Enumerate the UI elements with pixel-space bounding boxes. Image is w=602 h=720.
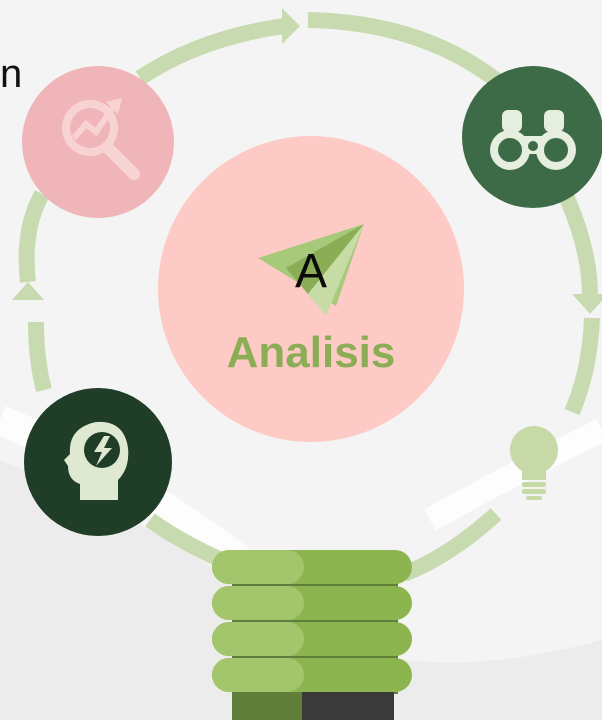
ring-arc-right xyxy=(558,192,598,297)
binoculars-icon xyxy=(490,110,576,170)
corner-text-fragment: n xyxy=(0,52,23,96)
search-growth-icon xyxy=(62,98,140,180)
ring-arc-left-upper xyxy=(18,190,50,283)
bulb-threads xyxy=(212,550,412,692)
mind-node xyxy=(24,388,172,536)
center-letter: A xyxy=(294,245,327,298)
ring-arc-top-left xyxy=(135,18,286,85)
arrow-head-top xyxy=(282,8,300,44)
idea-node xyxy=(496,420,576,506)
ring-arc-top-right xyxy=(307,12,501,87)
binoculars-node xyxy=(462,66,602,208)
arrow-head-right xyxy=(572,294,602,314)
paper-plane-icon xyxy=(258,224,364,316)
ring-arc-right-lower xyxy=(564,317,600,416)
search-node xyxy=(22,66,174,218)
ring-arc-bottom-right xyxy=(401,508,502,582)
arrow-head-left xyxy=(12,282,44,300)
lightbulb-icon xyxy=(510,426,558,500)
center-circle: A Analisis xyxy=(158,136,464,442)
center-title: Analisis xyxy=(226,328,396,377)
head-brain-icon xyxy=(64,421,129,500)
ring-arc-left-lower xyxy=(28,321,52,393)
